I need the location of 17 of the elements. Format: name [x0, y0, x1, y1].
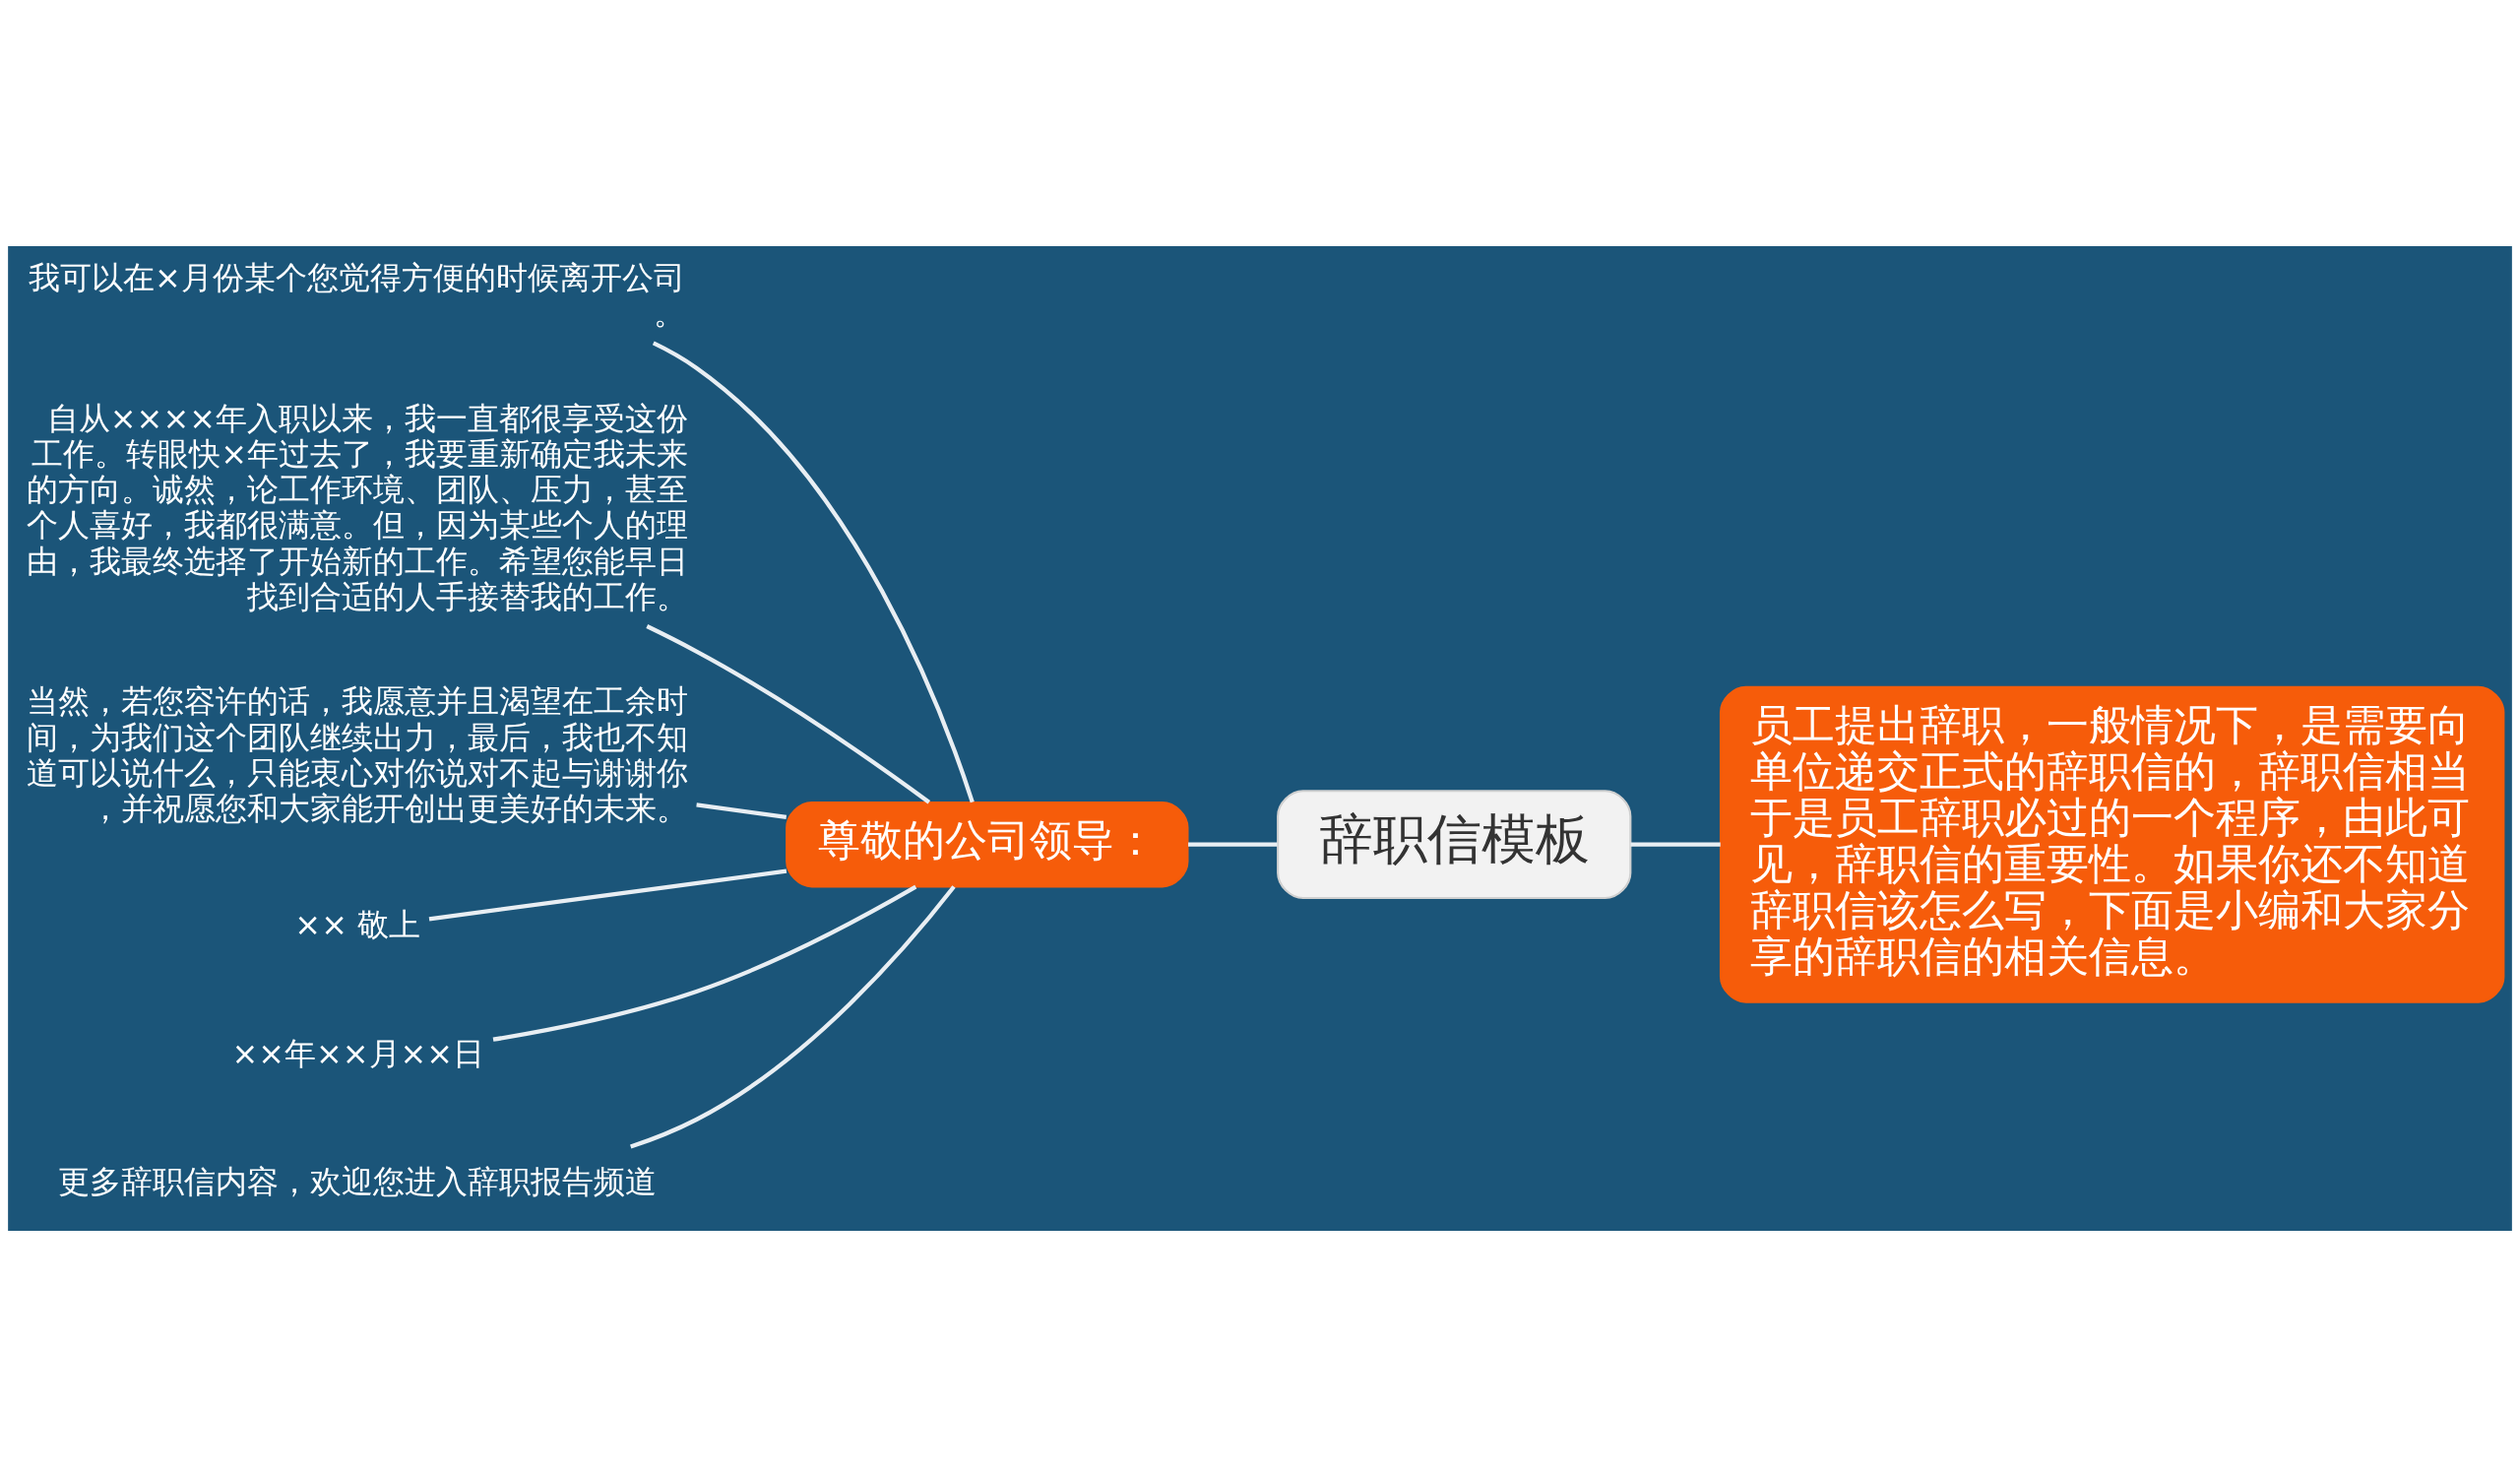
node-text: ×× 敬上 [294, 905, 421, 943]
connector [492, 884, 917, 1042]
connector [1630, 842, 1721, 847]
connector [646, 623, 931, 803]
connector [652, 340, 975, 802]
node-text: ××年××月××日 [231, 1033, 485, 1071]
node-text: 当然，若您容许的话，我愿意并且渴望在工余时间，为我们这个团队继续出力，最后，我也不知道可以说什么，只能衷心对你说对不起与谢谢你，并祝愿您和大家能开创出更美好的未来。 [26, 681, 688, 827]
connector [696, 802, 788, 819]
node-box: 尊敬的公司领导： [786, 801, 1189, 887]
node-text: 自从××××年入职以来，我一直都很享受这份工作。转眼快×年过去了，我要重新确定我未来的方向。诚然，论工作环境、团队、压力，甚至个人喜好，我都很满意。但，因为某些个人的理由，我最终选择了开始新的工作。希望您能早日找到合适的人手接替我的工作。 [26, 399, 688, 615]
node-box: 辞职信模板 [1277, 789, 1632, 899]
connector [630, 884, 956, 1148]
node-box: 员工提出辞职，一般情况下，是需要向单位递交正式的辞职信的，辞职信相当于是员工辞职必过的一个程序，由此可见，辞职信的重要性。如果你还不知道辞职信该怎么写，下面是小编和大家分享的辞职信的相关信息。 [1719, 685, 2505, 1003]
connector [1188, 842, 1278, 847]
node-text: 我可以在×月份某个您觉得方便的时候离开公司。 [28, 258, 685, 332]
node-text: 更多辞职信内容，欢迎您进入辞职报告频道 [57, 1162, 657, 1200]
connector [428, 868, 788, 921]
